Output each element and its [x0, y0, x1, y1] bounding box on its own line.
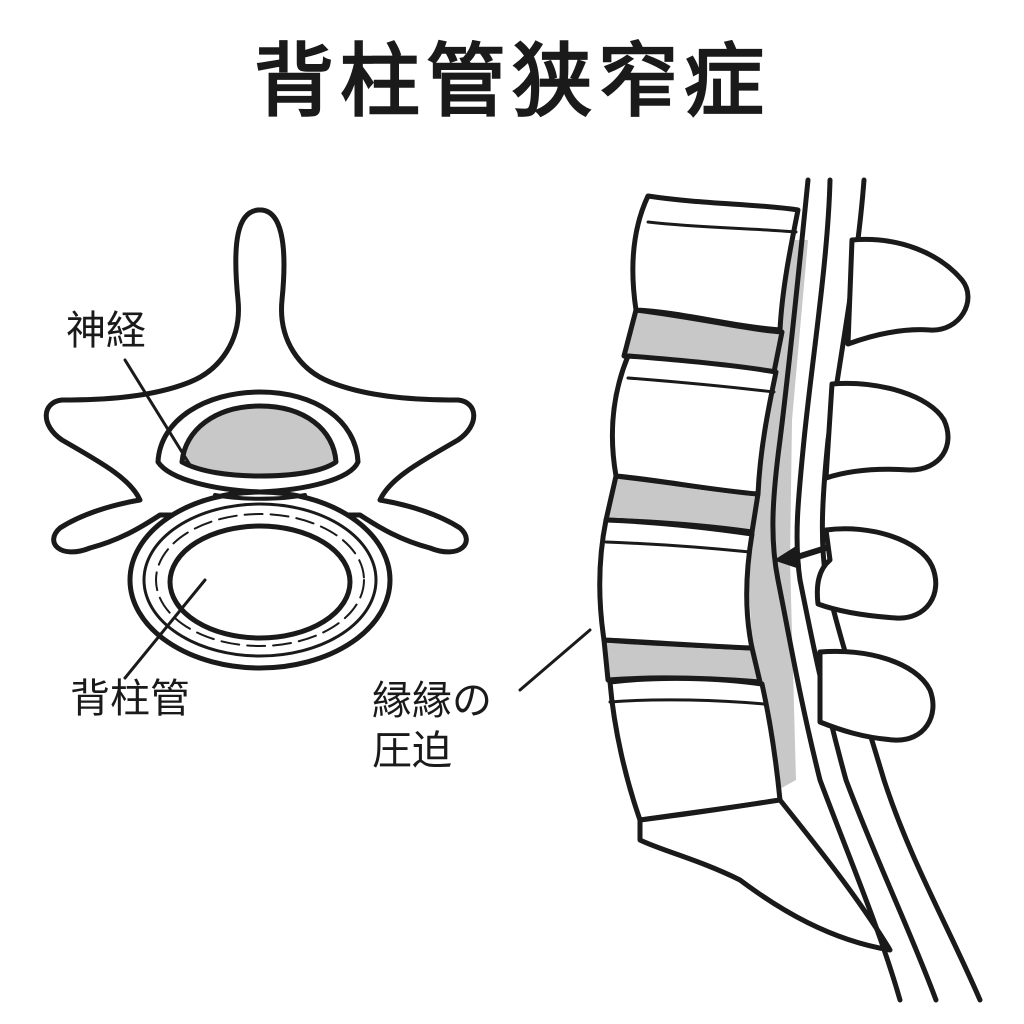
vertebral-body-ring-1: [142, 502, 378, 658]
compression-arrow-head: [775, 545, 801, 569]
vertebra-3: [597, 517, 755, 651]
nerve-label: 神経: [66, 308, 146, 354]
nerve-shape: [179, 403, 339, 479]
vertebral-body-inner: [167, 523, 353, 641]
nerve-leader-line: [123, 358, 192, 467]
cord-back-line: [794, 177, 939, 1003]
vertebra-2: [609, 353, 779, 497]
sagittal-spine-view: [518, 177, 983, 1003]
vertebra-2-line: [626, 376, 776, 394]
sacrum: [637, 797, 893, 953]
spinous-process-2: [823, 380, 951, 481]
diagram-title: 背柱管狭窄症: [254, 35, 770, 128]
axial-vertebra-view: [43, 207, 477, 680]
spinous-process-4: [817, 648, 936, 743]
vertebra-3-line: [604, 540, 752, 554]
vertebra-4-line: [608, 698, 766, 706]
vertebra-1: [630, 193, 801, 333]
pedicle-join: [213, 493, 307, 501]
compression-label-line2: 圧迫: [372, 728, 452, 774]
vertebra-1-line: [646, 220, 798, 234]
spinous-process-3: [814, 526, 939, 621]
compression-label-line1: 縁縁の: [372, 678, 492, 724]
compression-leader-line: [518, 628, 592, 692]
spinous-process-1: [845, 236, 971, 347]
spinal-canal-label: 背柱管: [70, 676, 190, 722]
vertebral-body-ring-2: [155, 513, 365, 647]
canal-leader-line: [123, 578, 207, 680]
compression-label: 縁縁の 圧迫: [372, 676, 492, 776]
cord-front-line: [770, 177, 903, 1003]
vertebral-arch: [43, 207, 477, 555]
